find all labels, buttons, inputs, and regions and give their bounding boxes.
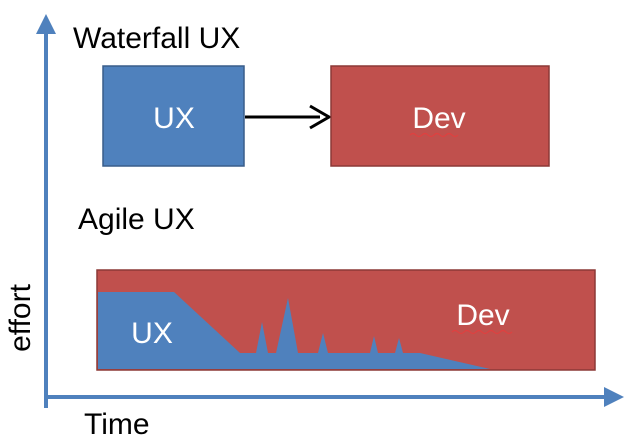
agile-dev-label: Dev bbox=[456, 299, 509, 332]
waterfall-dev-label: Dev bbox=[412, 102, 465, 135]
agile-title: Agile UX bbox=[78, 203, 195, 236]
waterfall-arrow-head bbox=[309, 104, 332, 130]
y-axis-label: effort bbox=[4, 283, 37, 351]
agile-ux-label: UX bbox=[131, 317, 173, 350]
agile-ux-area bbox=[98, 292, 490, 369]
waterfall-title: Waterfall UX bbox=[73, 22, 240, 55]
waterfall-dev-spellcheck-underline bbox=[409, 132, 459, 138]
agile-dev-spellcheck-underline bbox=[451, 329, 513, 335]
x-axis-label: Time bbox=[84, 408, 150, 441]
waterfall-ux-box bbox=[102, 65, 245, 167]
waterfall-dev-box bbox=[330, 65, 550, 167]
waterfall-ux-label: UX bbox=[153, 102, 195, 135]
